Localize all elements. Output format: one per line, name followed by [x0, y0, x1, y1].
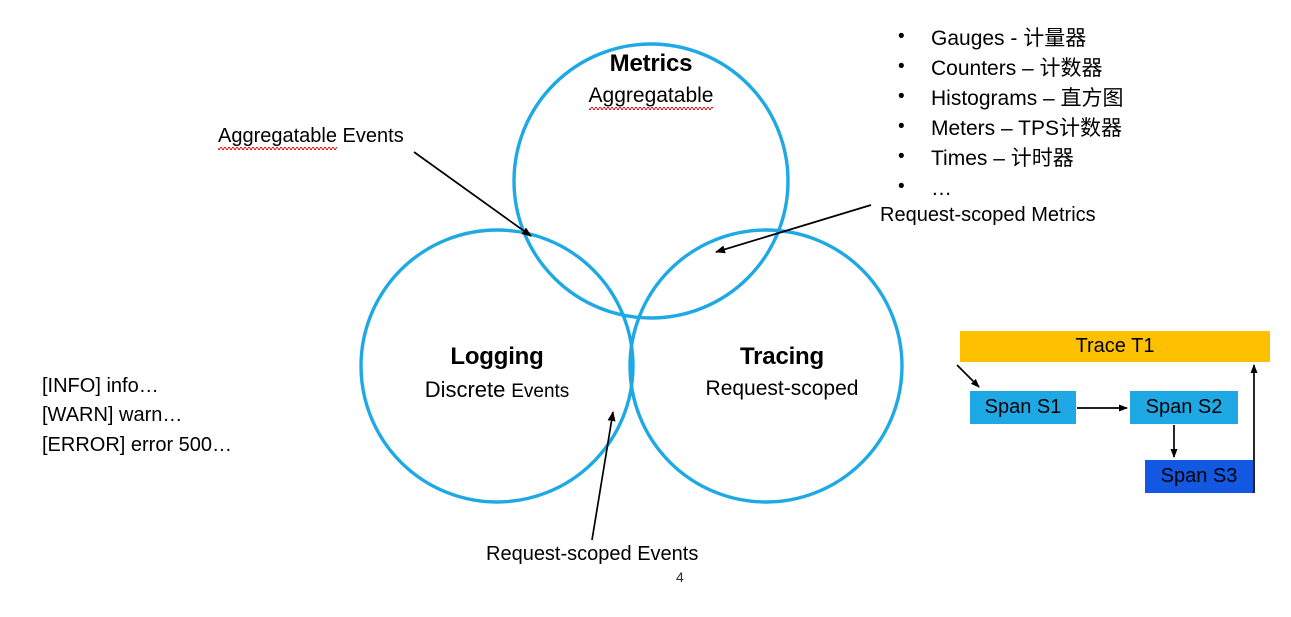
- leader-line-request-scoped-events: [591, 411, 616, 541]
- callout-aggregatable-events-strong: Aggregatable: [218, 125, 337, 150]
- callout-request-scoped-metrics: Request-scoped Metrics: [880, 204, 1096, 226]
- venn-subtitle-logging-discrete: Discrete: [424, 376, 506, 402]
- venn-label-logging: Logging Discrete Events: [397, 343, 597, 403]
- venn-title-tracing: Tracing: [740, 343, 824, 370]
- list-item: Counters – 计数器: [893, 53, 1124, 84]
- list-item: Gauges - 计量器: [893, 23, 1124, 54]
- list-item: Histograms – 直方图: [893, 83, 1124, 114]
- leader-line-aggregatable-events: [413, 151, 532, 237]
- span-node-s2[interactable]: Span S2: [1130, 391, 1238, 424]
- log-sample-block: [INFO] info… [WARN] warn… [ERROR] error …: [42, 372, 232, 460]
- log-line: [WARN] warn…: [42, 404, 183, 427]
- venn-subtitle-logging-events: Events: [511, 380, 570, 402]
- callout-aggregatable-events: Aggregatable Events: [218, 124, 404, 148]
- venn-title-logging: Logging: [450, 343, 544, 370]
- venn-label-tracing: Tracing Request-scoped: [682, 343, 882, 401]
- venn-label-metrics: Metrics Aggregatable: [551, 50, 751, 108]
- venn-subtitle-logging: Discrete Events: [397, 377, 597, 403]
- span-node-s1[interactable]: Span S1: [970, 391, 1076, 424]
- log-line: [ERROR] error 500…: [42, 433, 233, 456]
- list-item: …: [893, 173, 1124, 204]
- list-item: Meters – TPS计数器: [893, 113, 1124, 144]
- venn-subtitle-metrics: Aggregatable: [551, 83, 751, 110]
- venn-title-metrics: Metrics: [609, 50, 693, 77]
- trace-node-t1[interactable]: Trace T1: [960, 331, 1270, 362]
- trace-span-diagram: Trace T1 Span S1 Span S2 Span S3: [940, 320, 1285, 510]
- page-number: 4: [676, 569, 684, 585]
- venn-subtitle-tracing: Request-scoped: [705, 376, 859, 400]
- arrow-trace-to-s1: [956, 364, 980, 388]
- callout-request-scoped-events: Request-scoped Events: [486, 543, 699, 565]
- leader-line-request-scoped-metrics: [715, 204, 872, 254]
- callout-aggregatable-events-rest: Events: [342, 125, 404, 147]
- metric-types-list: Gauges - 计量器 Counters – 计数器 Histograms –…: [893, 23, 1124, 204]
- list-item: Times – 计时器: [893, 143, 1124, 174]
- venn-subtitle-metrics-text: Aggregatable: [588, 83, 714, 110]
- span-node-s3[interactable]: Span S3: [1145, 460, 1253, 493]
- log-line: [INFO] info…: [42, 375, 159, 397]
